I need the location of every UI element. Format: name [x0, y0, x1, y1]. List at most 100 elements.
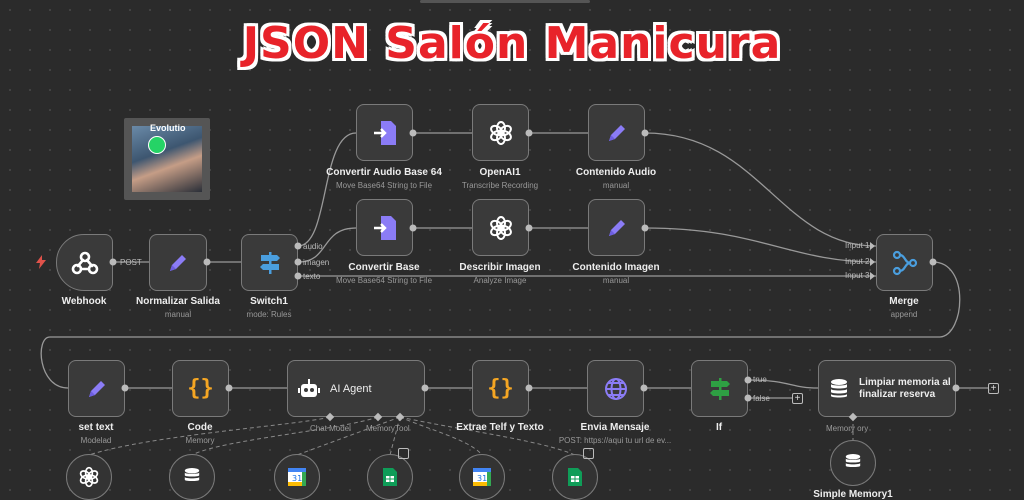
calendar-tool-node-2[interactable]: 31 [459, 454, 505, 500]
normalizar-sub: manual [164, 310, 192, 319]
merge-node[interactable] [876, 234, 933, 291]
contenido-imagen-label: Contenido Imagen [572, 262, 660, 273]
google-calendar-icon: 31 [288, 468, 306, 486]
switch-output-audio[interactable] [294, 242, 302, 250]
switch-audio-label: audio [303, 242, 323, 251]
if-false-add-button[interactable]: + [792, 393, 803, 404]
switch-icon [257, 250, 283, 276]
set-text-output-port[interactable] [121, 384, 129, 392]
extrae-output-port[interactable] [525, 384, 533, 392]
envia-output-port[interactable] [640, 384, 648, 392]
openai-chat-model-node[interactable] [66, 454, 112, 500]
contenido-imagen-node[interactable] [588, 199, 645, 256]
if-true-port[interactable] [744, 376, 752, 384]
limpiar-output-port[interactable] [952, 384, 960, 392]
merge-icon [892, 250, 918, 276]
code-sub: Memory [185, 436, 215, 445]
sheets-tool-node-2[interactable] [552, 454, 598, 500]
presenter-thumbnail: Evolutio [124, 118, 210, 200]
globe-icon [603, 376, 629, 402]
switch1-node[interactable] [241, 234, 298, 291]
simple-memory1-node[interactable] [830, 440, 876, 486]
code-braces-icon: {} [187, 376, 214, 401]
contenido-audio-label: Contenido Audio [575, 167, 657, 178]
workflow-title: JSON Salón Manicura [242, 18, 782, 69]
ai-agent-label: AI Agent [330, 382, 372, 395]
code-label: Code [187, 422, 213, 433]
google-calendar-icon: 31 [473, 468, 491, 486]
chat-model-label: Chat Model [310, 424, 351, 433]
contenido-audio-output-port[interactable] [641, 129, 649, 137]
extrae-node[interactable]: {} [472, 360, 529, 417]
switch-output-imagen[interactable] [294, 258, 302, 266]
database-icon [829, 378, 849, 400]
if-false-port[interactable] [744, 394, 752, 402]
envia-label: Envia Mensaje [580, 422, 650, 433]
set-text-sub: Modelad [80, 436, 112, 445]
merge-sub: append [890, 310, 918, 319]
openai-icon [488, 120, 514, 146]
contenido-audio-node[interactable] [588, 104, 645, 161]
webhook-label: Webhook [61, 296, 107, 307]
normalizar-salida-node[interactable] [149, 234, 207, 291]
code-output-port[interactable] [225, 384, 233, 392]
openai1-label: OpenAI1 [479, 167, 521, 178]
extrae-label: Extrae Telf y Texto [456, 422, 544, 433]
switch-output-texto[interactable] [294, 272, 302, 280]
webhook-node[interactable] [56, 234, 113, 291]
describir-imagen-node[interactable] [472, 199, 529, 256]
thumbnail-text: Evolutio [150, 123, 186, 133]
openai1-node[interactable] [472, 104, 529, 161]
if-node[interactable] [691, 360, 748, 417]
pencil-icon [85, 377, 109, 401]
if-false-label: false [753, 394, 770, 403]
convertir-base-label: Convertir Base [348, 262, 420, 273]
normalizar-output-port[interactable] [203, 258, 211, 266]
merge-label: Merge [889, 296, 919, 307]
bolt-icon [36, 255, 46, 274]
convertir-audio-node[interactable] [356, 104, 413, 161]
ai-agent-node[interactable]: AI Agent [287, 360, 425, 417]
webhook-out-label: POST [120, 258, 142, 267]
describir-imagen-label: Describir Imagen [459, 262, 541, 273]
merge-output-port[interactable] [929, 258, 937, 266]
set-text-label: set text [78, 422, 114, 433]
convertir-audio-output-port[interactable] [409, 129, 417, 137]
webhook-output-port[interactable] [109, 258, 117, 266]
contenido-audio-sub: manual [602, 181, 630, 190]
openai1-output-port[interactable] [525, 129, 533, 137]
convertir-base-node[interactable] [356, 199, 413, 256]
convertir-audio-sub: Move Base64 String to File [335, 181, 433, 190]
describir-imagen-output-port[interactable] [525, 224, 533, 232]
file-import-icon [373, 120, 397, 146]
svg-text:31: 31 [477, 474, 487, 483]
presenter-image: Evolutio [132, 123, 202, 192]
ai-agent-output-port[interactable] [421, 384, 429, 392]
google-sheets-icon [383, 468, 397, 486]
switch-texto-label: texto [303, 272, 321, 281]
merge-input2-label: Input 2 [845, 257, 870, 266]
convertir-base-sub: Move Base64 String to File [335, 276, 433, 285]
whatsapp-icon [148, 136, 166, 154]
limpiar-memoria-node[interactable]: Limpiar memoria al finalizar reserva [818, 360, 956, 417]
normalizar-label: Normalizar Salida [136, 296, 220, 307]
database-icon [844, 453, 862, 473]
sheets-tool-node-1[interactable] [367, 454, 413, 500]
top-scroll-bar [420, 0, 590, 3]
contenido-imagen-output-port[interactable] [641, 224, 649, 232]
convertir-base-output-port[interactable] [409, 224, 417, 232]
envia-mensaje-node[interactable] [587, 360, 644, 417]
limpiar-memory-label: Memory ory [826, 424, 869, 433]
calendar-tool-node-1[interactable]: 31 [274, 454, 320, 500]
merge-input3-label: Input 3 [845, 271, 870, 280]
svg-text:31: 31 [292, 474, 302, 483]
code-braces-icon: {} [487, 376, 514, 401]
if-icon [707, 376, 733, 402]
file-import-icon [373, 215, 397, 241]
set-text-node[interactable] [68, 360, 125, 417]
code-node[interactable]: {} [172, 360, 229, 417]
tool-label: Tool [395, 424, 410, 433]
limpiar-add-button[interactable]: + [988, 383, 999, 394]
memory-sub-node[interactable] [169, 454, 215, 500]
